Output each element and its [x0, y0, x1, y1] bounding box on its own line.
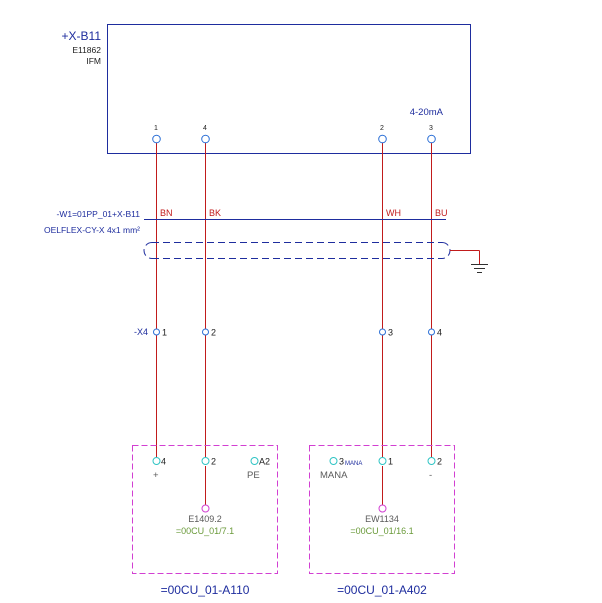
- core-label-wh: WH: [386, 208, 401, 218]
- ground-symbol: [450, 250, 480, 264]
- cable-tag: -W1=01PP_01+X-B11: [57, 209, 141, 219]
- core-label-bu: BU: [435, 208, 448, 218]
- terminal-4-label: 4: [437, 328, 442, 338]
- module-a110-pin-a2-label: A2: [259, 457, 270, 467]
- device-connectors: [152, 134, 436, 144]
- module-a110-pin-2-label: 2: [211, 457, 216, 467]
- module-a402-outline: [309, 445, 455, 574]
- terminal-1[interactable]: [153, 328, 160, 336]
- terminal-3-label: 3: [388, 328, 393, 338]
- device-manufacturer: IFM: [86, 56, 101, 66]
- module-a402-pin-2[interactable]: [427, 457, 436, 465]
- terminal-1-label: 1: [162, 328, 167, 338]
- module-a110-outline: [132, 445, 278, 574]
- module-a110-pe-label: PE: [247, 470, 260, 481]
- module-a402-pin-3[interactable]: [329, 457, 338, 465]
- module-a110-part: E1409.2: [188, 514, 222, 524]
- module-a110-plus-label: +: [153, 470, 159, 481]
- module-a402-component-connector[interactable]: [378, 504, 387, 513]
- cable-block[interactable]: -W1=01PP_01+X-B11 OELFLEX-CY-X 4x1 mm² B…: [44, 208, 488, 273]
- terminal-strip-tag: -X4: [134, 327, 148, 337]
- core-label-bk: BK: [209, 208, 221, 218]
- module-a402-pin-sub-label: MANA: [345, 461, 362, 467]
- device-connector-3[interactable]: [427, 134, 436, 144]
- device-pin-1-label: 1: [154, 125, 158, 132]
- device-outline: [107, 24, 471, 154]
- module-a110-ref[interactable]: =00CU_01/7.1: [176, 526, 234, 536]
- cable-type: OELFLEX-CY-X 4x1 mm²: [44, 225, 140, 235]
- terminal-3[interactable]: [379, 328, 386, 336]
- device-connector-4[interactable]: [201, 134, 210, 144]
- module-a110[interactable]: 4 2 A2 + PE E1409.2 =00CU_01/7.1 =00CU_0…: [132, 445, 278, 598]
- module-a110-pin-4[interactable]: [152, 457, 161, 465]
- wires: [156, 143, 432, 505]
- module-a402-tag: =00CU_01-A402: [337, 583, 427, 597]
- device-pin-2-label: 2: [380, 125, 384, 132]
- ground-icon: [471, 264, 488, 273]
- device-signal: 4-20mA: [410, 107, 444, 118]
- module-a402-pin-1-label: 1: [388, 457, 393, 467]
- module-a402[interactable]: 3 MANA 1 2 MANA - EW1134 =00CU_01/16.1 =…: [309, 445, 455, 598]
- module-a402-pin-2-label: 2: [437, 457, 442, 467]
- device-connector-1[interactable]: [152, 134, 161, 144]
- module-a402-minus-label: -: [429, 470, 432, 481]
- module-a402-part: EW1134: [365, 514, 399, 524]
- device-part-number: E11862: [72, 45, 101, 55]
- device-pin-4-label: 4: [203, 125, 207, 132]
- module-a110-pin-4-label: 4: [161, 457, 166, 467]
- module-a402-pin-3-label: 3: [339, 457, 344, 467]
- module-a110-component-connector[interactable]: [201, 504, 210, 513]
- device-connector-2[interactable]: [378, 134, 387, 144]
- terminal-strip[interactable]: -X4 1 2 3 4: [134, 327, 442, 338]
- module-a110-pin-a2[interactable]: [250, 457, 259, 465]
- terminal-2-label: 2: [211, 328, 216, 338]
- module-a110-tag: =00CU_01-A110: [161, 583, 250, 597]
- terminal-2[interactable]: [202, 328, 209, 336]
- device-pin-3-label: 3: [429, 125, 433, 132]
- module-a402-mana-label: MANA: [320, 470, 348, 481]
- cable-shield: [143, 242, 451, 259]
- device-block[interactable]: +X-B11 E11862 IFM 4-20mA 1 4 2 3: [62, 24, 471, 154]
- module-a402-ref[interactable]: =00CU_01/16.1: [350, 526, 413, 536]
- core-label-bn: BN: [160, 208, 173, 218]
- terminal-4[interactable]: [428, 328, 435, 336]
- device-tag: +X-B11: [62, 29, 102, 43]
- module-a402-pin-1[interactable]: [378, 457, 387, 465]
- module-a110-pin-2[interactable]: [201, 457, 210, 465]
